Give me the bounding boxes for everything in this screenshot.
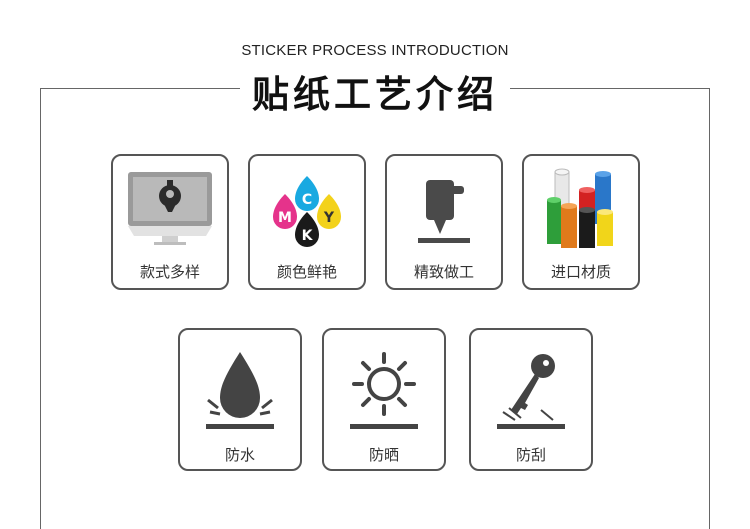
feature-label: 防水 bbox=[224, 446, 255, 464]
cmyk-letter-m: M bbox=[278, 210, 292, 226]
feature-label: 防刮 bbox=[515, 446, 546, 464]
feature-card-waterproof: 防水 bbox=[178, 328, 302, 471]
feature-card-materials: 进口材质 bbox=[522, 154, 640, 290]
feature-card-craftsmanship: 精致做工 bbox=[385, 154, 503, 290]
vinyl-rolls-icon bbox=[547, 168, 613, 248]
water-drop-icon bbox=[206, 352, 274, 429]
feature-label: 款式多样 bbox=[139, 263, 200, 281]
feature-label: 颜色鲜艳 bbox=[276, 263, 337, 281]
feature-card-styles: 款式多样 bbox=[111, 154, 229, 290]
cmyk-letter-c: C bbox=[302, 192, 312, 208]
cmyk-ink-icon: C M Y K bbox=[273, 176, 341, 247]
sun-icon bbox=[350, 352, 418, 429]
page-title-wrap: 贴纸工艺介绍 bbox=[0, 68, 750, 120]
page-subtitle: STICKER PROCESS INTRODUCTION bbox=[241, 42, 509, 59]
feature-label: 精致做工 bbox=[413, 263, 474, 281]
feature-label: 进口材质 bbox=[550, 263, 611, 281]
page-title: 贴纸工艺介绍 bbox=[240, 68, 510, 120]
key-scratch-icon bbox=[497, 354, 565, 429]
feature-card-colors: C M Y K 颜色鲜艳 bbox=[248, 154, 366, 290]
cutting-plotter-icon bbox=[418, 180, 470, 243]
monitor-icon bbox=[128, 172, 212, 245]
cmyk-letter-y: Y bbox=[323, 210, 335, 226]
feature-card-sunproof: 防晒 bbox=[322, 328, 446, 471]
cmyk-letter-k: K bbox=[302, 228, 314, 244]
feature-card-scratchproof: 防刮 bbox=[469, 328, 593, 471]
feature-label: 防晒 bbox=[368, 446, 399, 464]
